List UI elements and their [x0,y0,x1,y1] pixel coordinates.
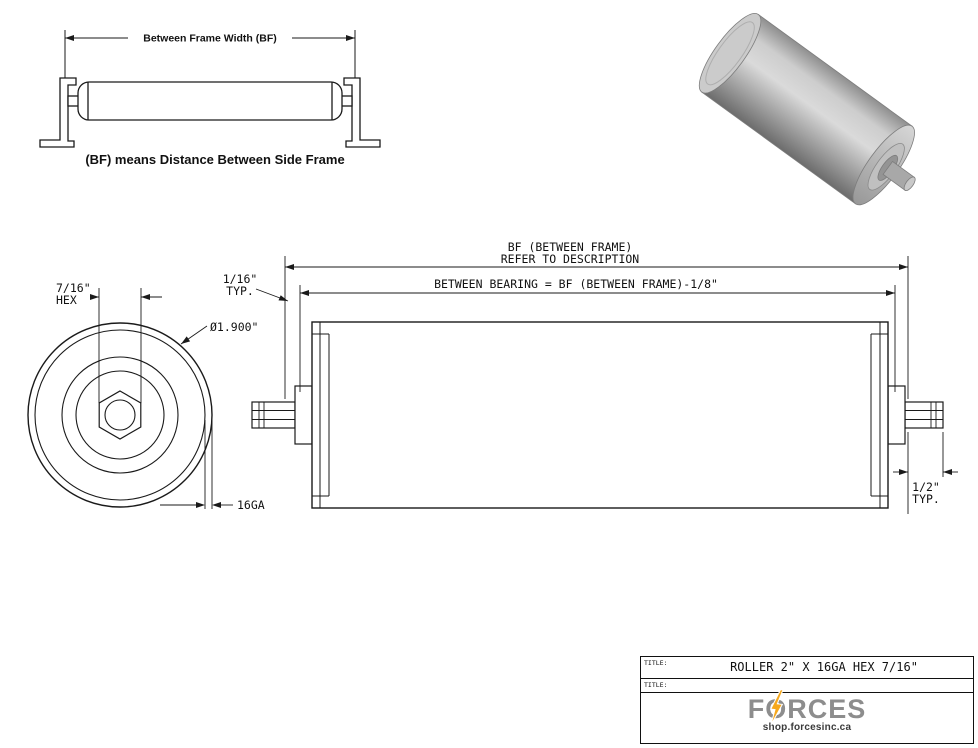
tube-id-circle [34,329,206,501]
right-shaft [904,401,944,429]
title-row: TITLE: ROLLER 2" X 16GA HEX 7/16" [641,657,973,679]
hex-word-label: HEX [56,293,77,307]
arrowhead [90,294,99,300]
subtitle-row: TITLE: [641,679,973,693]
roller-schematic [67,81,353,121]
roller-body [311,321,889,509]
roller-side-view [251,321,944,509]
hex-size-label: 7/16" [56,281,91,295]
left-frame [39,77,77,148]
gauge-label: 16GA [237,498,265,512]
logo-letters-rces: RCES [787,694,867,724]
right-frame [343,77,381,148]
logo-letter-f: F [747,694,766,724]
left-bearing-hub [294,385,313,445]
bf-note-text: (BF) means Distance Between Side Frame [85,152,344,167]
tube-od-circle [27,322,213,508]
bf-explanation-diagram: Between Frame Width (BF) (BF) means Dist… [39,30,381,167]
far-end-ring [705,21,755,86]
logo-row: FORCES shop.forcesinc.ca [641,689,973,742]
end-view-dimensions [90,288,233,509]
title-label-2: TITLE: [644,681,668,689]
gap-typ-text: TYP. [226,284,254,298]
arrowhead [899,264,908,270]
title-label: TITLE: [644,659,668,667]
shaft-ext-typ-text: TYP. [912,492,940,506]
shaft-details [252,402,943,428]
arrowhead [278,295,288,301]
logo-letter-o: O [765,689,787,726]
between-bearing-text: BETWEEN BEARING = BF (BETWEEN FRAME)-1/8… [434,277,718,291]
side-frames [39,77,381,148]
arrowhead [886,290,895,296]
arrowhead [196,502,205,508]
side-view-dimensions [255,256,958,514]
arrowhead [285,264,294,270]
bearing-circle [75,370,165,460]
dim-label-bg [128,30,292,45]
shaft-tip-3d [903,176,916,191]
website-text: shop.forcesinc.ca [762,722,852,733]
roller-end-view [27,322,213,508]
arrowhead [141,294,150,300]
gap-size-text: 1/16" [223,272,258,286]
title-block: TITLE: ROLLER 2" X 16GA HEX 7/16" TITLE:… [640,656,974,744]
lightning-bolt-icon [770,689,784,726]
roller-tube [77,81,343,121]
arrowhead [181,336,191,344]
inner-bore-circle [104,399,136,431]
drawing-title: ROLLER 2" X 16GA HEX 7/16" [730,660,918,674]
arrowhead [943,469,952,475]
main-cad-drawing: 7/16" HEX Ø1.900" 16GA [27,240,958,514]
arrowhead [346,35,355,41]
right-bearing-hub [887,385,906,445]
bearing-housing-circle [61,356,179,474]
roller-3d-render [698,13,916,206]
forces-logo: FORCES [747,689,867,726]
roller-3d-far-end [698,13,762,94]
end-cap-details [312,322,888,508]
diameter-label: Ø1.900" [210,320,258,334]
arrowhead [300,290,309,296]
left-shaft [251,401,296,429]
bf-dim-text-line2: REFER TO DESCRIPTION [501,252,640,266]
bf-dim-text-line1: BF (BETWEEN FRAME) [508,240,633,254]
arrowhead [212,502,221,508]
arrowhead [65,35,74,41]
arrowhead [899,469,908,475]
roller-3d [698,13,916,206]
shaft-ext-size-text: 1/2" [912,480,940,494]
bf-dim-label: Between Frame Width (BF) [143,33,277,45]
